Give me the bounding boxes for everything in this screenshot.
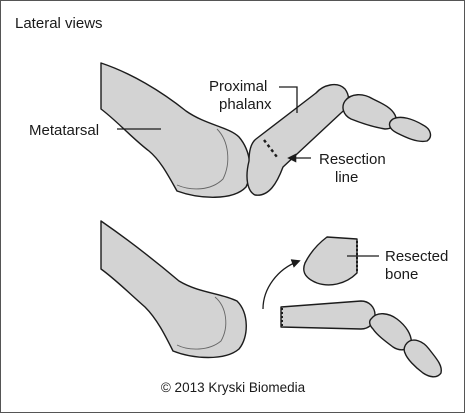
resected-bone-label-line1: Resected	[385, 248, 448, 265]
resected-bone-fragment	[304, 237, 357, 285]
proximal-phalanx-label-line2: phalanx	[219, 96, 272, 113]
removal-arrow	[263, 261, 299, 309]
middle-phalanx-top	[343, 95, 396, 129]
copyright-credit: © 2013 Kryski Biomedia	[161, 380, 306, 395]
figure-title: Lateral views	[15, 15, 103, 32]
proximal-phalanx-remnant	[281, 301, 375, 329]
metatarsal-label: Metatarsal	[29, 122, 99, 139]
proximal-phalanx-label-line1: Proximal	[209, 78, 267, 95]
resected-bone-label-line2: bone	[385, 266, 418, 283]
resection-line-label-line2: line	[335, 169, 358, 186]
metatarsal-bottom	[101, 221, 246, 358]
bottom-view: Resected bone	[101, 221, 448, 377]
distal-phalanx-bottom	[404, 340, 441, 377]
top-view: Metatarsal Proximal phalanx Resection li…	[29, 63, 430, 197]
resection-line-label-line1: Resection	[319, 151, 386, 168]
distal-phalanx-top	[390, 117, 431, 141]
